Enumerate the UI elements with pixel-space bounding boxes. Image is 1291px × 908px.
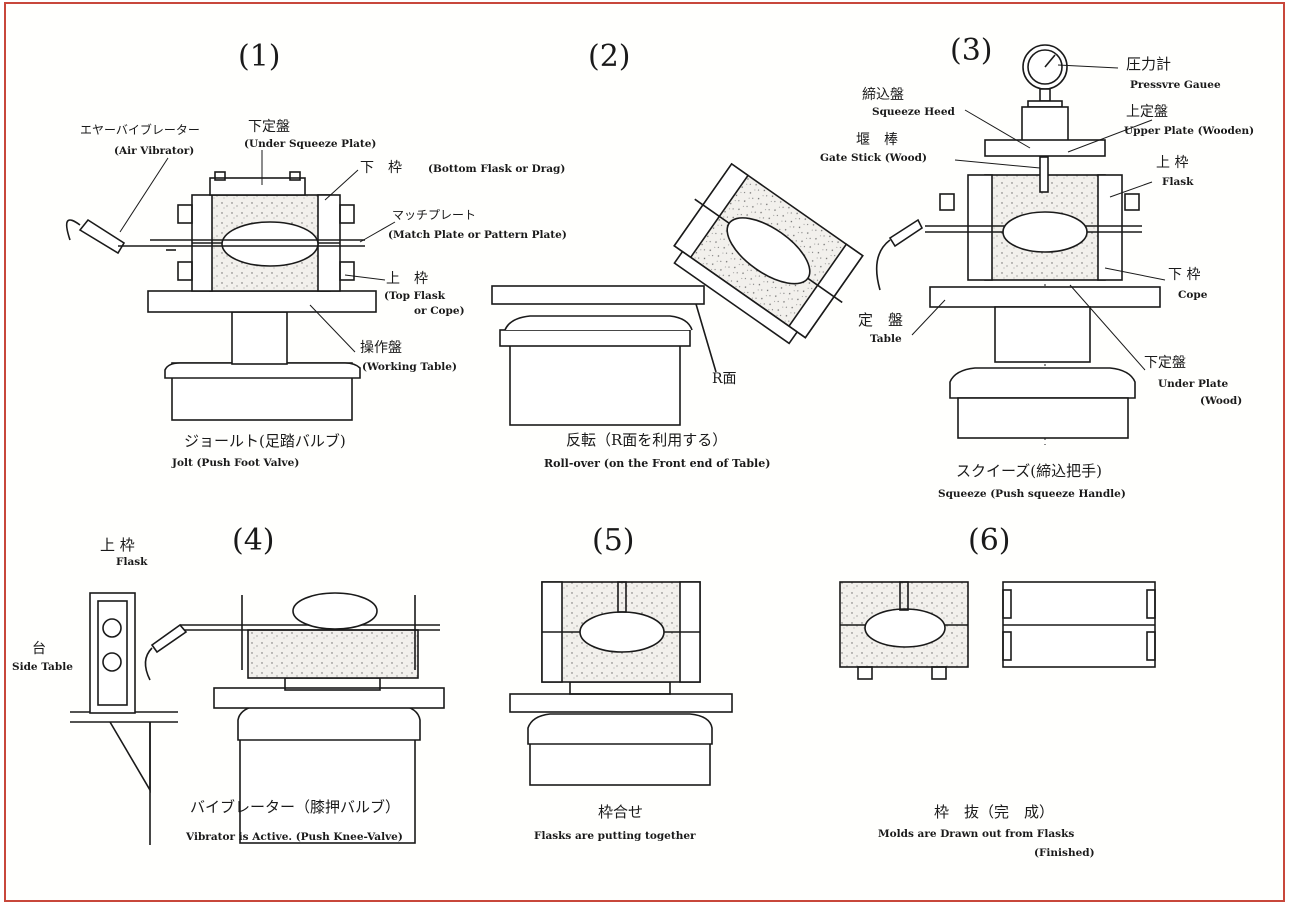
panel-1-caption-en: Jolt (Push Foot Valve)	[172, 457, 300, 469]
table-label-en: Table	[870, 333, 902, 345]
under-squeeze-plate-label-en: (Under Squeeze Plate)	[244, 138, 377, 150]
panel-1-jolt-drawing	[65, 171, 377, 421]
panel-2-caption-en: Roll-over (on the Front end of Table)	[544, 457, 771, 470]
panel-2-rollover-drawing	[491, 162, 864, 426]
side-table-label-jp: 台	[32, 641, 46, 657]
panel-6-finished-molds-drawing	[839, 581, 1156, 680]
panel-5-number: (5)	[592, 523, 635, 558]
match-plate-label-jp: マッチプレート	[392, 208, 477, 222]
pressure-gauge-label-jp: 圧力計	[1126, 55, 1172, 73]
panel-1-caption-jp: ジョールト(足踏バルブ)	[184, 432, 346, 450]
panel-5-caption-jp: 枠合せ	[598, 803, 644, 821]
under-plate-label-jp: 下定盤	[1144, 355, 1186, 371]
upper-plate-label-en: Upper Plate (Wooden)	[1124, 125, 1255, 137]
flask-label-jp: 上 枠	[1156, 155, 1189, 171]
side-table-label-en: Side Table	[12, 661, 73, 673]
squeeze-head-label-en: Squeeze Heed	[872, 106, 955, 118]
bottom-flask-label-jp: 下 枠	[360, 160, 402, 176]
gate-stick-label-en: Gate Stick (Wood)	[820, 152, 927, 164]
air-vibrator-label-en: (Air Vibrator)	[114, 145, 195, 157]
upper-plate-label-jp: 上定盤	[1126, 104, 1168, 120]
match-plate-label-en: (Match Plate or Pattern Plate)	[388, 229, 567, 241]
cope-label-jp: 下 枠	[1168, 267, 1201, 283]
panel-4-flask-label-en: Flask	[116, 556, 148, 568]
panel-4-caption-jp: バイブレーター（膝押バルブ）	[190, 798, 401, 816]
panel-4-vibrator-drawing	[70, 592, 445, 845]
pressure-gauge-label-en: Pressvre Gauee	[1130, 79, 1221, 91]
flask-label-en: Flask	[1162, 176, 1194, 188]
cope-label-en: Cope	[1178, 289, 1208, 301]
panel-6-caption-jp: 枠 抜（完 成）	[934, 803, 1055, 821]
panel-2-number: (2)	[588, 39, 631, 74]
panel-3-squeeze-drawing	[875, 44, 1161, 445]
working-table-label-en: (Working Table)	[362, 361, 457, 373]
panel-3-caption-jp: スクイーズ(締込把手)	[956, 462, 1102, 480]
panel-3-number: (3)	[950, 33, 993, 68]
panel-1-number: (1)	[238, 39, 281, 74]
gate-stick-label-jp: 堰 棒	[856, 132, 898, 148]
panel-5-flasks-together-drawing	[509, 581, 733, 786]
leader-lines	[119, 64, 1166, 371]
panel-2-caption-jp: 反転（R面を利用する）	[566, 431, 728, 449]
under-plate-label-en1: Under Plate	[1158, 378, 1229, 390]
panel-6-number: (6)	[968, 523, 1011, 558]
panel-3-caption-en: Squeeze (Push squeeze Handle)	[938, 488, 1126, 500]
panel-4-number: (4)	[232, 523, 275, 558]
bottom-flask-label-en: (Bottom Flask or Drag)	[428, 163, 566, 175]
under-plate-label-en2: (Wood)	[1200, 395, 1243, 407]
panel-6-caption-en2: (Finished)	[1034, 847, 1095, 859]
panel-5-caption-en: Flasks are putting together	[534, 830, 696, 842]
panel-4-flask-label-jp: 上 枠	[100, 536, 135, 554]
r-face-label: R面	[712, 371, 737, 387]
squeeze-head-label-jp: 締込盤	[862, 87, 904, 103]
working-table-label-jp: 操作盤	[360, 340, 402, 356]
under-squeeze-plate-label-jp: 下定盤	[248, 119, 290, 135]
top-flask-label-jp: 上 枠	[386, 271, 428, 287]
top-flask-label-en2: or Cope)	[414, 305, 465, 317]
panel-4-caption-en: Vibrator is Active. (Push Knee-Valve)	[186, 831, 403, 843]
panel-6-caption-en1: Molds are Drawn out from Flasks	[878, 828, 1075, 840]
air-vibrator-label-jp: エヤーバイブレーター	[80, 123, 200, 137]
table-label-jp: 定 盤	[858, 311, 904, 329]
top-flask-label-en1: (Top Flask	[384, 290, 446, 302]
